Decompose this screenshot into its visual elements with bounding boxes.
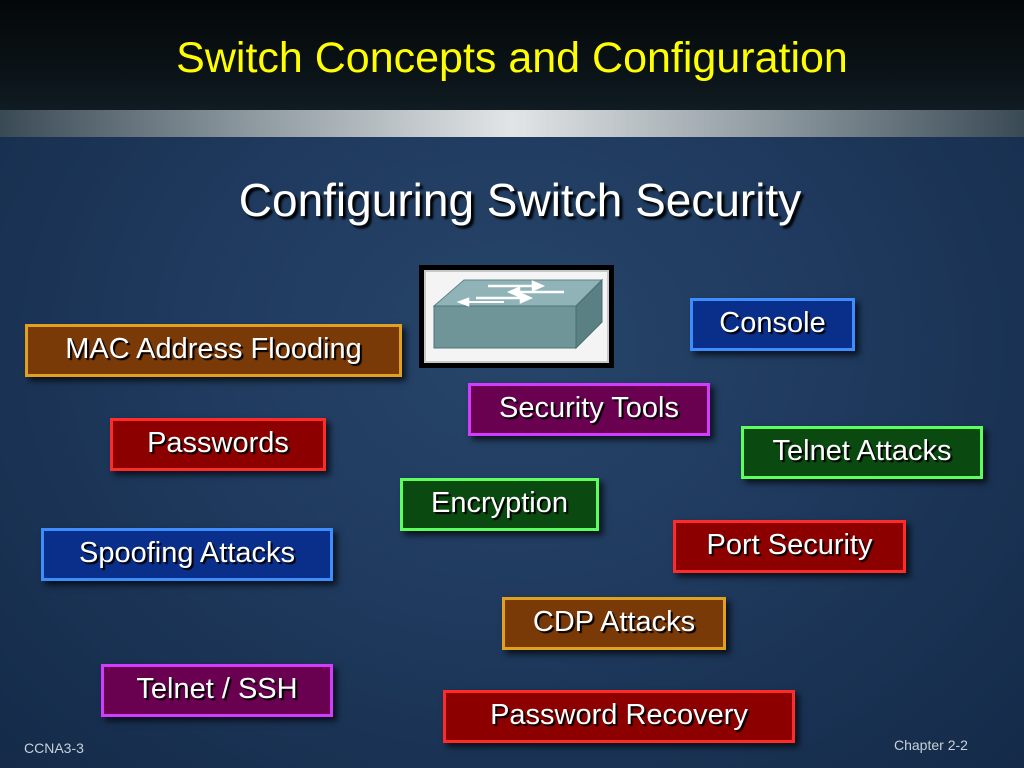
tag-security-tools: Security Tools bbox=[468, 383, 710, 436]
tag-passwords: Passwords bbox=[110, 418, 326, 471]
network-switch-icon bbox=[424, 270, 609, 363]
tag-telnet-ssh: Telnet / SSH bbox=[101, 664, 333, 717]
footer-right: Chapter 2-2 bbox=[894, 737, 968, 753]
tag-encryption: Encryption bbox=[400, 478, 599, 531]
tag-port-security: Port Security bbox=[673, 520, 906, 573]
footer-left: CCNA3-3 bbox=[24, 740, 84, 756]
tag-password-recovery: Password Recovery bbox=[443, 690, 795, 743]
header-title: Switch Concepts and Configuration bbox=[176, 34, 848, 82]
tag-spoofing-attacks: Spoofing Attacks bbox=[41, 528, 333, 581]
header-band: Switch Concepts and Configuration bbox=[0, 0, 1024, 110]
tag-console: Console bbox=[690, 298, 855, 351]
tag-cdp-attacks: CDP Attacks bbox=[502, 597, 726, 650]
slide-title: Configuring Switch Security bbox=[238, 174, 802, 226]
divider-bar bbox=[0, 110, 1024, 137]
tag-mac-address-flooding: MAC Address Flooding bbox=[25, 324, 402, 377]
tag-telnet-attacks: Telnet Attacks bbox=[741, 426, 983, 479]
switch-image bbox=[419, 265, 614, 368]
